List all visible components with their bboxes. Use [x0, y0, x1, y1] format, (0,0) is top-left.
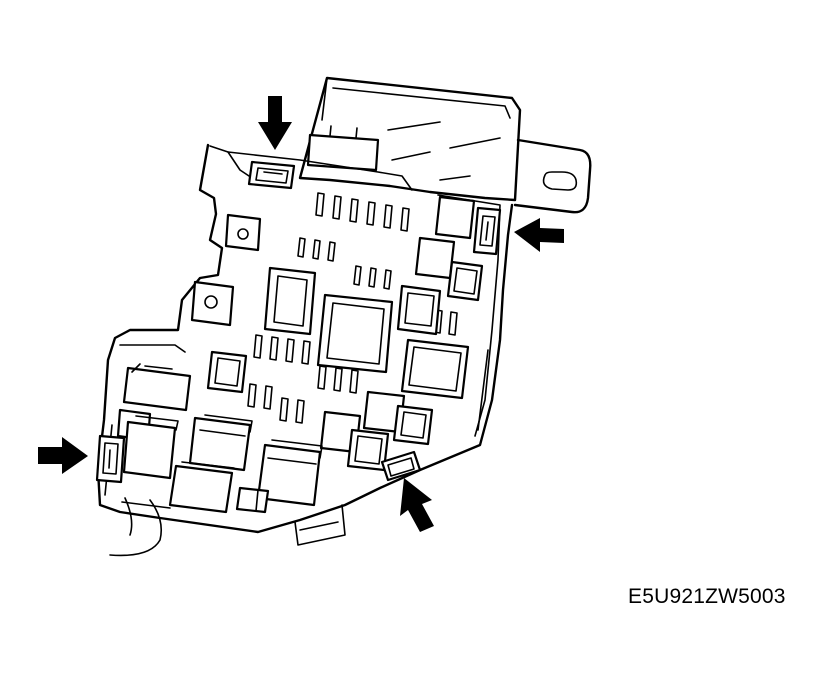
retaining-clips [95, 160, 502, 484]
right-mounting-tab [513, 138, 592, 214]
right-arrow-icon [38, 437, 88, 474]
top-housing [298, 76, 522, 202]
large-connectors [168, 414, 323, 514]
up-arrow-icon [400, 478, 434, 532]
figure-code-label: E5U921ZW5003 [628, 585, 786, 608]
left-side-parts [109, 363, 192, 557]
mounting-blocks [190, 213, 262, 327]
down-arrow-icon [258, 96, 292, 150]
relay-sockets [206, 195, 484, 472]
small-fuse-slots [247, 192, 458, 424]
left-arrow-icon [514, 218, 564, 252]
